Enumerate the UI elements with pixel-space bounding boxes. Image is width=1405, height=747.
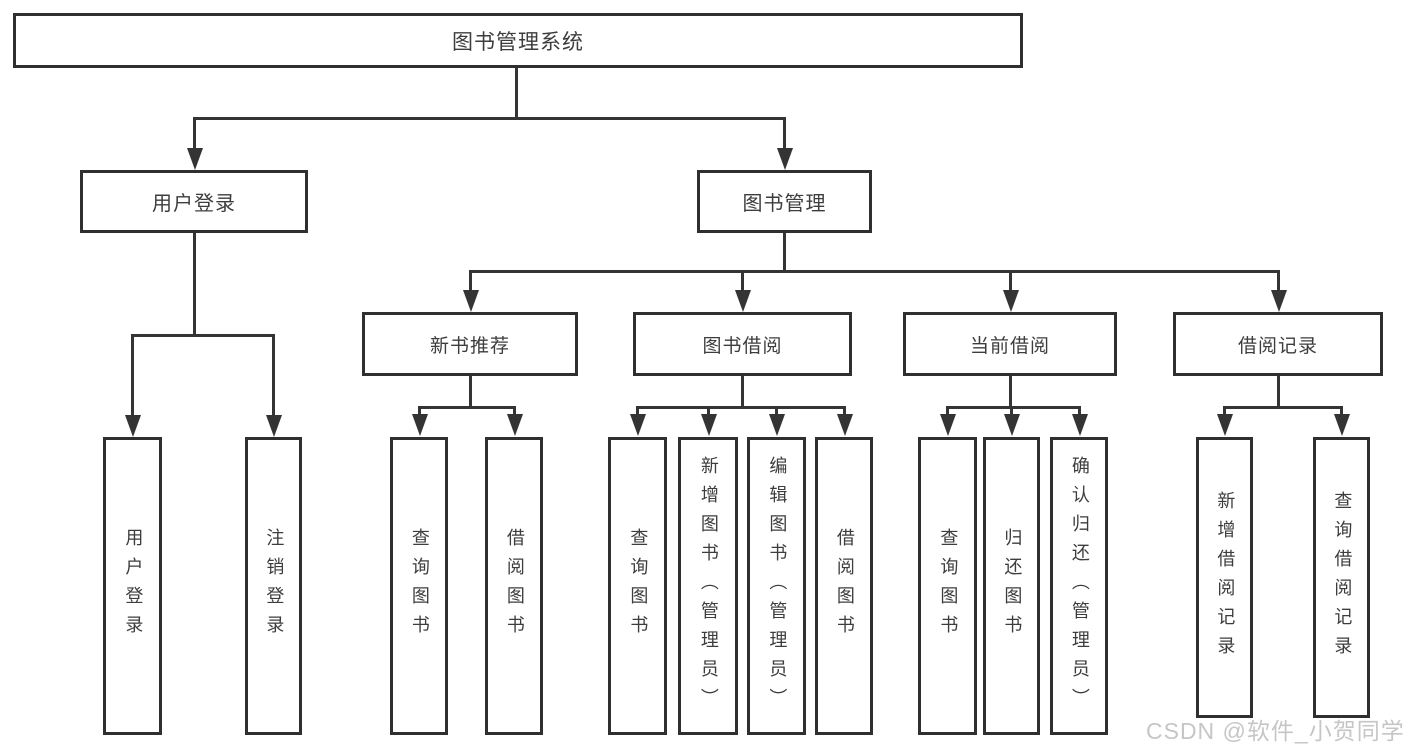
connector-line	[193, 233, 196, 336]
leaf-label: 借阅图书	[504, 528, 525, 644]
csdn-watermark: CSDN @软件_小贺同学	[1146, 718, 1405, 744]
leaf-label: 注销登录	[264, 528, 285, 644]
connector-line	[1223, 406, 1226, 418]
leaf-label: 确认归还（管理员）	[1069, 455, 1090, 717]
arrowhead-icon	[187, 148, 203, 170]
node-label: 借阅记录	[1237, 335, 1318, 357]
leaf-borrow-books: 借阅图书	[815, 437, 873, 735]
connector-line	[131, 334, 275, 337]
leaf-label: 用户登录	[123, 528, 144, 644]
leaf-label: 查询借阅记录	[1332, 490, 1353, 665]
arrowhead-icon	[735, 290, 751, 312]
arrowhead-icon	[1271, 290, 1287, 312]
arrowhead-icon	[463, 290, 479, 312]
leaf-label: 新增借阅记录	[1215, 490, 1236, 665]
connector-line	[783, 117, 786, 149]
node-book-management: 图书管理	[697, 170, 872, 233]
connector-line	[1223, 406, 1343, 409]
node-label: 用户登录	[152, 193, 236, 215]
leaf-query-books: 查询图书	[608, 437, 667, 735]
arrowhead-icon	[507, 414, 523, 436]
connector-line	[515, 68, 518, 118]
node-label: 图书借阅	[702, 335, 783, 357]
connector-line	[469, 376, 472, 408]
leaf-logout: 注销登录	[245, 437, 302, 735]
leaf-label: 查询图书	[409, 528, 430, 644]
connector-line	[707, 406, 710, 418]
connector-line	[272, 334, 275, 416]
connector-line	[193, 117, 196, 149]
arrowhead-icon	[266, 415, 282, 437]
node-label: 当前借阅	[969, 335, 1050, 357]
leaf-return-books: 归还图书	[983, 437, 1040, 735]
leaf-user-login: 用户登录	[103, 437, 162, 735]
connector-line	[783, 233, 786, 272]
leaf-label: 查询图书	[628, 528, 649, 644]
connector-line	[636, 406, 845, 409]
leaf-edit-books-admin: 编辑图书（管理员）	[747, 437, 806, 735]
connector-line	[469, 270, 472, 292]
connector-line	[1078, 406, 1081, 418]
arrowhead-icon	[837, 414, 853, 436]
connector-line	[1277, 270, 1280, 292]
connector-line	[193, 117, 786, 120]
arrowhead-icon	[1072, 414, 1088, 436]
node-user-login: 用户登录	[80, 170, 308, 233]
leaf-query-books: 查询图书	[390, 437, 448, 735]
arrowhead-icon	[1217, 414, 1233, 436]
arrowhead-icon	[125, 415, 141, 437]
connector-line	[513, 406, 516, 418]
connector-line	[843, 406, 846, 418]
leaf-query-borrow-record: 查询借阅记录	[1313, 437, 1370, 718]
connector-line	[469, 270, 1280, 273]
connector-line	[418, 406, 516, 409]
arrowhead-icon	[630, 414, 646, 436]
connector-line	[1009, 270, 1012, 292]
connector-line	[418, 406, 421, 418]
leaf-label: 编辑图书（管理员）	[767, 455, 788, 717]
connector-line	[131, 334, 134, 416]
connector-line	[1277, 376, 1280, 408]
leaf-add-borrow-record: 新增借阅记录	[1196, 437, 1253, 718]
leaf-label: 查询图书	[938, 528, 959, 644]
connector-line	[1010, 406, 1013, 418]
arrowhead-icon	[412, 414, 428, 436]
arrowhead-icon	[940, 414, 956, 436]
leaf-query-books: 查询图书	[918, 437, 977, 735]
arrowhead-icon	[1334, 414, 1350, 436]
connector-line	[1340, 406, 1343, 418]
node-new-book-recommend: 新书推荐	[362, 312, 578, 376]
connector-line	[946, 406, 949, 418]
connector-line	[775, 406, 778, 418]
node-label: 图书管理	[742, 193, 827, 215]
node-label: 新书推荐	[429, 335, 510, 357]
connector-line	[1009, 376, 1012, 408]
connector-line	[946, 406, 1080, 409]
leaf-label: 借阅图书	[834, 528, 855, 644]
node-book-borrow: 图书借阅	[633, 312, 852, 376]
node-label: 图书管理系统	[452, 30, 584, 54]
arrowhead-icon	[701, 414, 717, 436]
arrowhead-icon	[777, 148, 793, 170]
leaf-confirm-return-admin: 确认归还（管理员）	[1050, 437, 1108, 735]
connector-line	[741, 376, 744, 408]
arrowhead-icon	[1003, 290, 1019, 312]
leaf-add-books-admin: 新增图书（管理员）	[678, 437, 738, 735]
leaf-label: 归还图书	[1002, 528, 1023, 644]
connector-line	[741, 270, 744, 292]
node-borrow-records: 借阅记录	[1173, 312, 1383, 376]
leaf-label: 新增图书（管理员）	[698, 455, 719, 717]
leaf-borrow-books: 借阅图书	[485, 437, 543, 735]
arrowhead-icon	[1004, 414, 1020, 436]
arrowhead-icon	[769, 414, 785, 436]
node-current-borrow: 当前借阅	[903, 312, 1117, 376]
node-library-management-system: 图书管理系统	[13, 13, 1023, 68]
connector-line	[636, 406, 639, 418]
